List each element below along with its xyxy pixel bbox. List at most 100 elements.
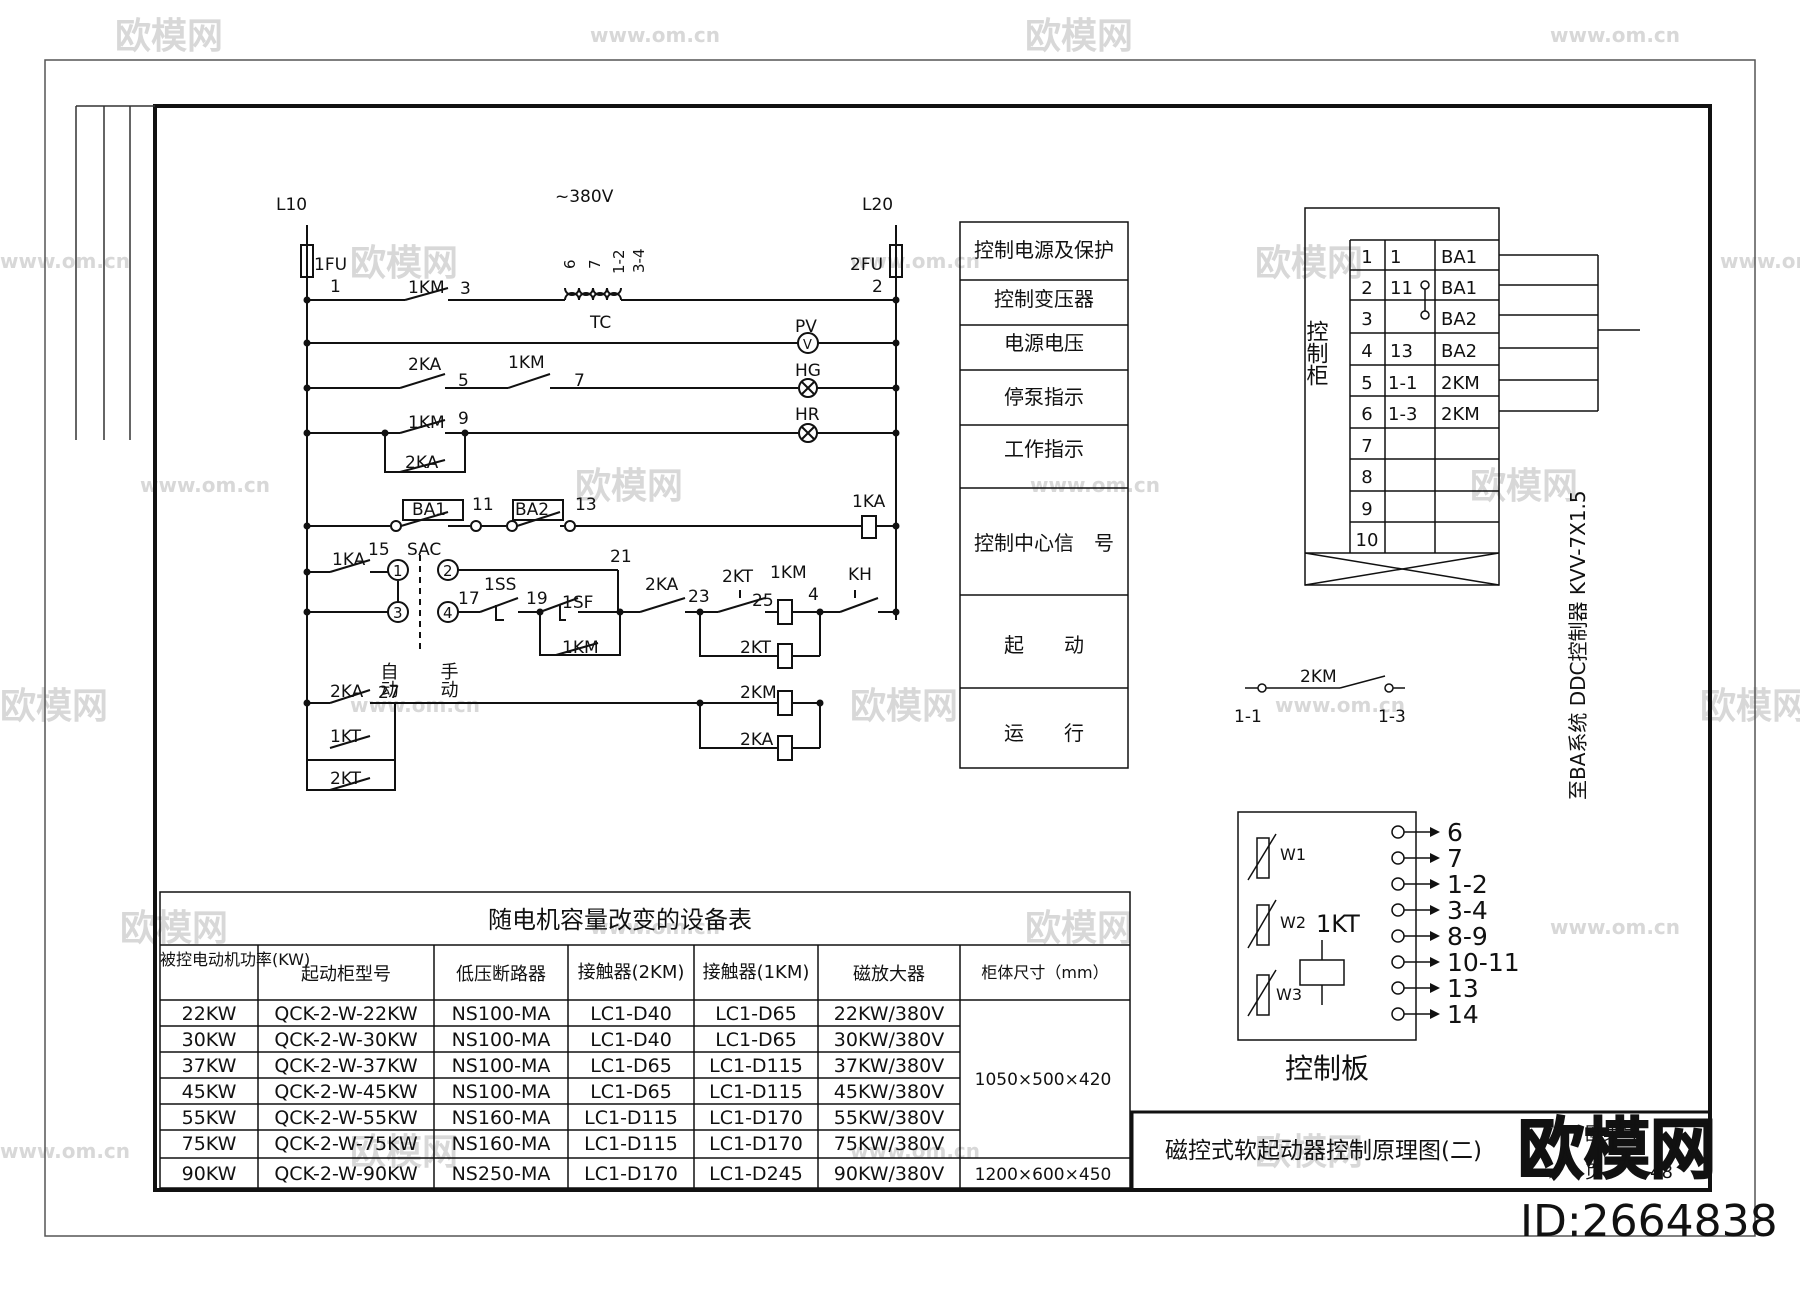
node-17: 17 <box>458 589 480 609</box>
terminal-b-5: 2KM <box>1441 373 1480 394</box>
function-5: 控制中心信 号 <box>974 531 1114 555</box>
kh-label: KH <box>848 565 872 585</box>
fuse2-label: 2FU <box>850 255 883 275</box>
km2-coil-label: 2KM <box>740 683 777 703</box>
node-4: 4 <box>808 585 819 605</box>
drawing-title: 磁控式软起动器控制原理图(二) <box>1165 1138 1482 1164</box>
table-cell: LC1-D65 <box>715 1003 797 1025</box>
table-cell: LC1-D245 <box>709 1163 803 1185</box>
watermark-url: www.om.cn <box>1275 693 1405 717</box>
function-7: 运 行 <box>1004 721 1084 745</box>
table-cell: LC1-D170 <box>709 1133 803 1155</box>
inner-frame <box>153 104 1712 1192</box>
watermark-url: www.om.cn <box>850 1139 980 1163</box>
selector-pos-4: 4 <box>443 604 453 622</box>
header-size: 柜体尺寸（mm） <box>981 963 1108 982</box>
ba2-label: BA2 <box>515 500 549 520</box>
transformer-label: TC <box>589 313 611 333</box>
table-cell: NS250-MA <box>452 1163 551 1185</box>
table-cell: 22KW <box>182 1003 237 1025</box>
node-19: 19 <box>526 589 548 609</box>
table-cell: NS100-MA <box>452 1003 551 1025</box>
node-23: 23 <box>688 587 710 607</box>
circuit-wiring <box>300 225 903 791</box>
table-cell: LC1-D65 <box>590 1055 672 1077</box>
table-cell: NS160-MA <box>452 1107 551 1129</box>
km1-hold-label: 1KM <box>562 638 599 658</box>
id-watermark: ID:2664838 <box>1520 1196 1778 1247</box>
cabinet-label: 控制柜 <box>1303 320 1329 386</box>
header-contactor-1km: 接触器(1KM) <box>703 962 810 983</box>
pin-3-4: 3-4 <box>1447 896 1488 925</box>
title-block-frame <box>1130 1110 1712 1192</box>
km2-aux-left: 1-1 <box>1234 707 1262 727</box>
table-cell: LC1-D170 <box>709 1107 803 1129</box>
table-cell: LC1-D40 <box>590 1029 672 1051</box>
table-cell: LC1-D115 <box>709 1081 803 1103</box>
ka1-coil-label: 1KA <box>852 492 886 512</box>
page-number: 48 <box>1650 1162 1673 1183</box>
table-cell: 22KW/380V <box>834 1003 944 1025</box>
table-cell: LC1-D115 <box>709 1055 803 1077</box>
watermark-url: www.om.cn <box>1550 23 1680 47</box>
function-0: 控制电源及保护 <box>974 238 1114 262</box>
ba1-label: BA1 <box>412 500 446 520</box>
winding-w3: W3 <box>1276 985 1302 1004</box>
terminal-a-6: 1-3 <box>1388 404 1417 425</box>
watermark-brand: 欧模网 <box>850 686 958 727</box>
node-11: 11 <box>472 495 494 515</box>
watermark-url: www.om.cn <box>0 249 130 273</box>
terminal-num-8: 8 <box>1361 467 1372 488</box>
node-2: 2 <box>872 277 883 297</box>
header-breaker: 低压断路器 <box>456 964 546 985</box>
table-cell: 37KW/380V <box>834 1055 944 1077</box>
terminal-num-2: 2 <box>1361 278 1372 299</box>
km2-aux-right: 1-3 <box>1378 707 1406 727</box>
node-7: 7 <box>574 371 585 391</box>
ka2-row7-label: 2KA <box>645 575 679 595</box>
watermark-brand: 欧模网 <box>1025 908 1133 949</box>
table-cell: 37KW <box>182 1055 237 1077</box>
watermark-brand: 欧模网 <box>120 908 228 949</box>
relay-1kt: 1KT <box>1316 910 1360 938</box>
sac-label: SAC <box>407 540 441 560</box>
terminal-b-2: BA1 <box>1441 278 1477 299</box>
kt2-coil-label: 2KT <box>740 638 772 658</box>
table-cell: QCK-2-W-75KW <box>274 1133 418 1155</box>
pv-label: PV <box>795 317 817 337</box>
function-1: 控制变压器 <box>994 287 1094 311</box>
watermark-url: www.om.cn <box>590 23 720 47</box>
table-cell: NS100-MA <box>452 1081 551 1103</box>
terminal-b-3: BA2 <box>1441 309 1477 330</box>
terminal-b-6: 2KM <box>1441 404 1480 425</box>
km1-row7-label: 1KM <box>770 563 807 583</box>
ka2-row4-label: 2KA <box>405 453 439 473</box>
outer-frame <box>44 59 1756 1237</box>
ka2-row3-label: 2KA <box>408 355 442 375</box>
watermark-brand: 欧模网 <box>1700 686 1800 727</box>
pin-10-11: 10-11 <box>1447 948 1520 977</box>
atlas-number-label: 图集号 <box>1585 1124 1639 1145</box>
terminal-block-text: 控制柜 1 2 3 4 5 6 7 8 9 10 1 11 13 1-1 1-3… <box>1303 247 1480 551</box>
page-label: 页 <box>1585 1162 1603 1183</box>
control-board-title: 控制板 <box>1285 1052 1369 1085</box>
function-2: 电源电压 <box>1004 331 1084 355</box>
table-cell: NS160-MA <box>452 1133 551 1155</box>
pv-symbol: V <box>803 338 812 353</box>
tap-7: 7 <box>586 259 604 269</box>
control-board-pins <box>1391 825 1440 1021</box>
pin-13: 13 <box>1447 974 1479 1003</box>
table-cell: 30KW/380V <box>834 1029 944 1051</box>
header-amplifier: 磁放大器 <box>853 964 925 985</box>
hr-label: HR <box>795 405 820 425</box>
node-1: 1 <box>330 277 341 297</box>
ka2-row8-label: 2KA <box>330 682 364 702</box>
brand-watermark: 欧模网 <box>1518 1111 1716 1188</box>
ka2-coil-label: 2KA <box>740 730 774 750</box>
l10-label: L10 <box>276 195 307 215</box>
table-cell: QCK-2-W-55KW <box>274 1107 418 1129</box>
table-cell: 55KW/380V <box>834 1107 944 1129</box>
terminal-a-5: 1-1 <box>1388 373 1417 394</box>
kt2-row7-label: 2KT <box>722 567 754 587</box>
km1-row3-label: 1KM <box>508 353 545 373</box>
